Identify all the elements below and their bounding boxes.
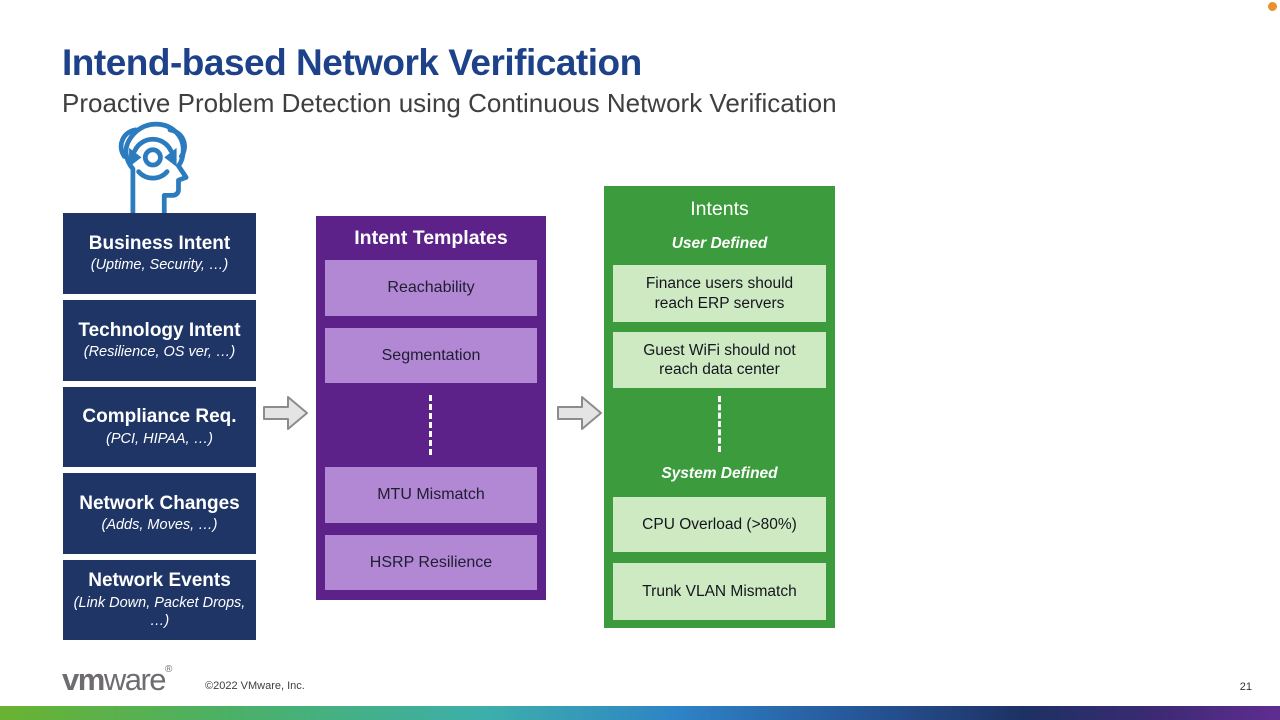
registered-mark: ®: [165, 664, 173, 675]
page-title: Intend-based Network Verification: [62, 42, 642, 83]
input-box-compliance-req: Compliance Req. (PCI, HIPAA, …): [63, 387, 256, 467]
input-box-subtitle: (Resilience, OS ver, …): [83, 344, 236, 361]
intent-item-finance-erp: Finance users should reach ERP servers: [613, 265, 826, 322]
intents-panel: Intents User Defined Finance users shoul…: [604, 186, 835, 628]
input-box-title: Business Intent: [88, 232, 231, 254]
vmware-logo: vmware®: [62, 662, 172, 698]
intent-templates-header: Intent Templates: [354, 227, 508, 249]
intents-header: Intents: [690, 198, 749, 220]
input-box-subtitle: (Adds, Moves, …): [101, 517, 218, 534]
template-item-reachability: Reachability: [325, 260, 537, 316]
input-box-subtitle: (Uptime, Security, …): [90, 257, 229, 274]
page-subtitle: Proactive Problem Detection using Contin…: [62, 88, 837, 118]
input-box-technology-intent: Technology Intent (Resilience, OS ver, ……: [63, 300, 256, 381]
intent-item-cpu-overload: CPU Overload (>80%): [613, 497, 826, 552]
record-dot-icon: [1268, 2, 1277, 11]
input-box-title: Network Events: [88, 569, 231, 591]
intent-item-guest-wifi: Guest WiFi should not reach data center: [613, 332, 826, 388]
intent-templates-panel: Intent Templates Reachability Segmentati…: [316, 216, 546, 600]
system-defined-label: System Defined: [661, 465, 778, 482]
copyright-text: ©2022 VMware, Inc.: [205, 680, 305, 692]
template-item-segmentation: Segmentation: [325, 328, 537, 383]
vmware-logo-vm: vm: [62, 662, 105, 697]
brand-gradient-bar: [0, 706, 1280, 720]
slide-page-number: 21: [1239, 681, 1252, 693]
input-box-business-intent: Business Intent (Uptime, Security, …): [63, 213, 256, 294]
input-box-title: Technology Intent: [78, 319, 241, 341]
input-box-network-changes: Network Changes (Adds, Moves, …): [63, 473, 256, 554]
right-arrow-icon: [263, 396, 308, 430]
right-arrow-icon: [557, 396, 602, 430]
input-box-subtitle: (PCI, HIPAA, …): [106, 430, 213, 447]
input-box-network-events: Network Events (Link Down, Packet Drops,…: [63, 560, 256, 640]
vmware-logo-ware: ware: [103, 662, 167, 697]
input-box-title: Compliance Req.: [82, 406, 237, 428]
template-item-hsrp-resilience: HSRP Resilience: [325, 535, 537, 590]
input-box-subtitle: (Link Down, Packet Drops, …): [73, 594, 246, 630]
intent-item-trunk-vlan: Trunk VLAN Mismatch: [613, 563, 826, 620]
template-item-mtu-mismatch: MTU Mismatch: [325, 467, 537, 523]
mindset-head-icon: [118, 121, 189, 214]
user-defined-label: User Defined: [671, 235, 768, 252]
input-box-title: Network Changes: [79, 492, 240, 514]
templates-dashed-connector: [429, 395, 432, 455]
intents-dashed-connector: [718, 396, 721, 452]
